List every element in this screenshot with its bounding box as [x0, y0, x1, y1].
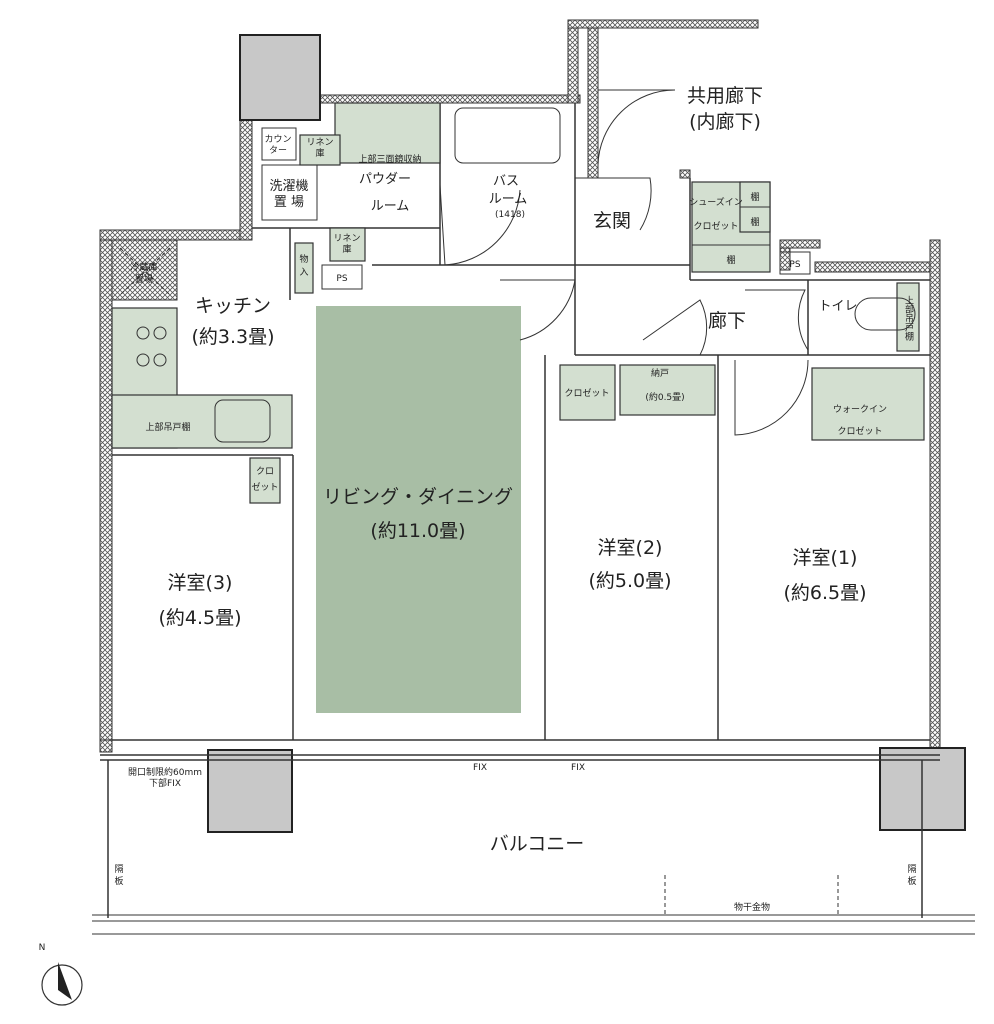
nando	[619, 364, 716, 416]
svg-text:リネン: リネン	[306, 137, 333, 148]
annotations: 開口制限約60mm 下部FIX FIX FIX 隔 板 隔 板 物干金物	[114, 763, 916, 913]
storage-labels: カウン ター リネン 庫 洗濯機 置 場 上部三面鏡収納 リネン 庫 物 入 P…	[130, 134, 913, 493]
north-arrow: N	[39, 943, 83, 1006]
svg-text:棚: 棚	[726, 254, 735, 266]
svg-text:庫: 庫	[315, 147, 324, 159]
svg-text:冷蔵庫: 冷蔵庫	[130, 261, 157, 273]
living-dining-area	[316, 306, 521, 713]
svg-text:カウン: カウン	[264, 134, 291, 145]
svg-text:洗濯機: 洗濯機	[269, 179, 308, 194]
svg-text:PS: PS	[789, 260, 800, 270]
svg-text:隔: 隔	[114, 864, 123, 875]
powder-room-label: パウダー	[359, 172, 411, 187]
svg-text:PS: PS	[336, 274, 347, 284]
sink	[214, 399, 271, 443]
exterior-walls	[99, 19, 941, 753]
svg-text:シューズイン: シューズイン	[689, 196, 743, 208]
svg-text:置場: 置場	[135, 273, 153, 285]
upper-mirror-storage	[334, 102, 441, 164]
svg-text:リネン: リネン	[333, 233, 360, 244]
svg-text:(約5.0畳): (約5.0畳)	[588, 570, 671, 592]
north-label: N	[39, 943, 46, 953]
svg-text:納戸: 納戸	[651, 367, 669, 379]
svg-text:ゼット: ゼット	[251, 481, 278, 493]
svg-text:クロゼット: クロゼット	[564, 387, 609, 399]
room-labels: 共用廊下 (内廊下) 玄関 廊下 トイレ パウダー ルーム バス ルーム (14…	[158, 85, 866, 855]
closet-2	[559, 364, 616, 421]
balcony-label: バルコニー	[490, 833, 585, 855]
svg-text:(1418): (1418)	[495, 210, 525, 220]
toilet-bowl	[854, 297, 916, 331]
balcony-rail	[92, 760, 975, 935]
svg-text:置 場: 置 場	[274, 195, 304, 210]
western-room-1-label: 洋室(1)	[793, 547, 858, 569]
svg-text:FIX: FIX	[473, 763, 487, 773]
svg-text:(内廊下): (内廊下)	[689, 111, 761, 133]
svg-text:物: 物	[299, 253, 308, 265]
storage-closet	[294, 242, 314, 294]
svg-text:隔: 隔	[907, 864, 916, 875]
svg-text:(約3.3畳): (約3.3畳)	[191, 326, 274, 348]
svg-text:上部吊戸棚: 上部吊戸棚	[903, 295, 914, 341]
svg-text:棚: 棚	[750, 216, 759, 228]
svg-text:棚: 棚	[750, 191, 759, 203]
kitchen-island	[111, 394, 293, 449]
linen-closet-1	[299, 134, 341, 166]
washer-space	[261, 164, 318, 221]
stove-burner	[136, 326, 150, 340]
svg-text:物干金物: 物干金物	[734, 901, 770, 913]
column-top	[239, 34, 321, 121]
svg-text:クロ: クロ	[256, 466, 274, 477]
closet-3	[249, 457, 281, 504]
svg-text:上部三面鏡収納: 上部三面鏡収納	[358, 153, 421, 165]
linen-closet-2	[329, 227, 366, 262]
living-dining-label: リビング・ダイニング	[323, 486, 513, 508]
western-room-2-label: 洋室(2)	[598, 537, 663, 559]
counter	[261, 127, 297, 161]
western-room-3-label: 洋室(3)	[168, 572, 233, 594]
svg-text:下部FIX: 下部FIX	[149, 777, 181, 789]
svg-text:(約11.0畳): (約11.0畳)	[370, 520, 465, 542]
svg-text:(約6.5畳): (約6.5畳)	[783, 582, 866, 604]
bath-room-label: バス	[493, 174, 519, 189]
column-bottom-left	[207, 749, 293, 833]
svg-text:FIX: FIX	[571, 763, 585, 773]
kitchen-label: キッチン	[195, 295, 271, 317]
svg-text:庫: 庫	[342, 243, 351, 255]
svg-text:開口制限約60mm: 開口制限約60mm	[128, 766, 202, 778]
hallway-label: 廊下	[708, 310, 746, 332]
svg-text:ウォークイン: ウォークイン	[833, 404, 887, 415]
bathtub	[454, 107, 561, 164]
toilet-upper-cabinet	[896, 282, 920, 352]
svg-text:(約0.5畳): (約0.5畳)	[645, 391, 684, 403]
svg-text:板: 板	[114, 875, 123, 887]
svg-text:上部吊戸棚: 上部吊戸棚	[145, 421, 190, 433]
entrance-label: 玄関	[593, 210, 631, 232]
svg-text:クロゼット: クロゼット	[693, 220, 738, 232]
ps-1	[321, 264, 363, 290]
toilet-label: トイレ	[818, 299, 857, 314]
svg-text:(約4.5畳): (約4.5畳)	[158, 607, 241, 629]
doors	[439, 89, 809, 436]
walk-in-closet	[811, 367, 925, 441]
interior-walls	[100, 103, 940, 761]
svg-text:ター: ター	[269, 145, 287, 156]
common-corridor-label: 共用廊下	[687, 85, 763, 107]
svg-text:ルーム: ルーム	[489, 192, 528, 207]
svg-text:クロゼット: クロゼット	[837, 425, 882, 437]
ps-2	[779, 251, 811, 275]
svg-text:板: 板	[907, 875, 916, 887]
svg-text:入: 入	[299, 267, 308, 278]
svg-text:ルーム: ルーム	[371, 199, 410, 214]
